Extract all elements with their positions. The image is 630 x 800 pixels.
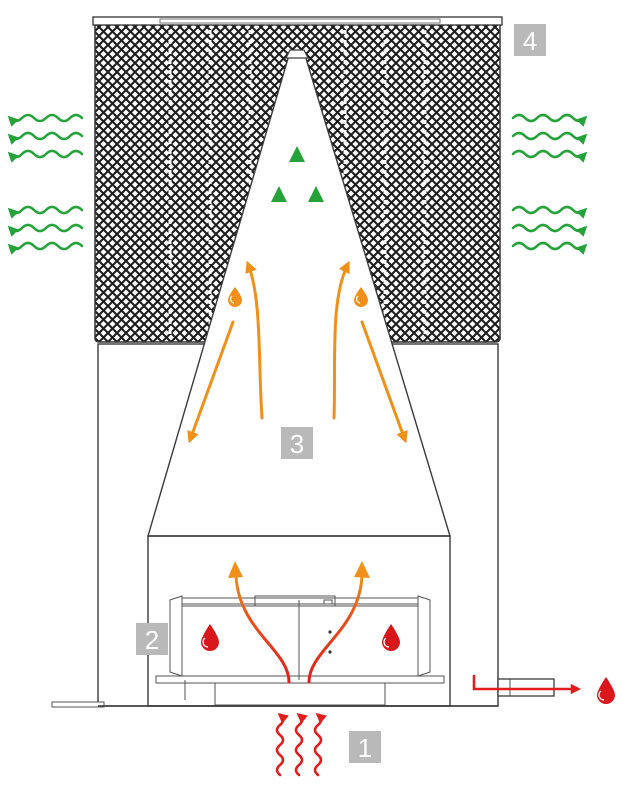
drop-icon — [382, 624, 400, 651]
svg-text:2: 2 — [145, 625, 159, 655]
drain-pipe — [497, 678, 555, 697]
svg-text:4: 4 — [523, 26, 537, 56]
flow-arrow-icon — [472, 674, 582, 695]
wavy-arrow-icon — [275, 713, 327, 777]
drop-icon — [597, 677, 615, 704]
base-plate — [51, 701, 498, 708]
svg-text:3: 3 — [290, 429, 304, 459]
firebox — [147, 535, 451, 707]
badge-4: 4 — [514, 24, 546, 56]
wavy-arrow-icon — [511, 113, 588, 255]
drop-icon — [354, 287, 368, 307]
flow-arrow-icon — [187, 260, 408, 444]
badge-3: 3 — [281, 427, 313, 459]
wavy-arrow-icon — [7, 113, 84, 255]
flow-arrow-icon — [271, 146, 324, 394]
badge-1: 1 — [349, 731, 381, 763]
flow-arrow-icon — [228, 561, 370, 684]
svg-text:1: 1 — [358, 733, 372, 763]
drop-icon — [228, 287, 242, 307]
drop-icon — [201, 624, 219, 651]
badge-2: 2 — [136, 623, 168, 655]
